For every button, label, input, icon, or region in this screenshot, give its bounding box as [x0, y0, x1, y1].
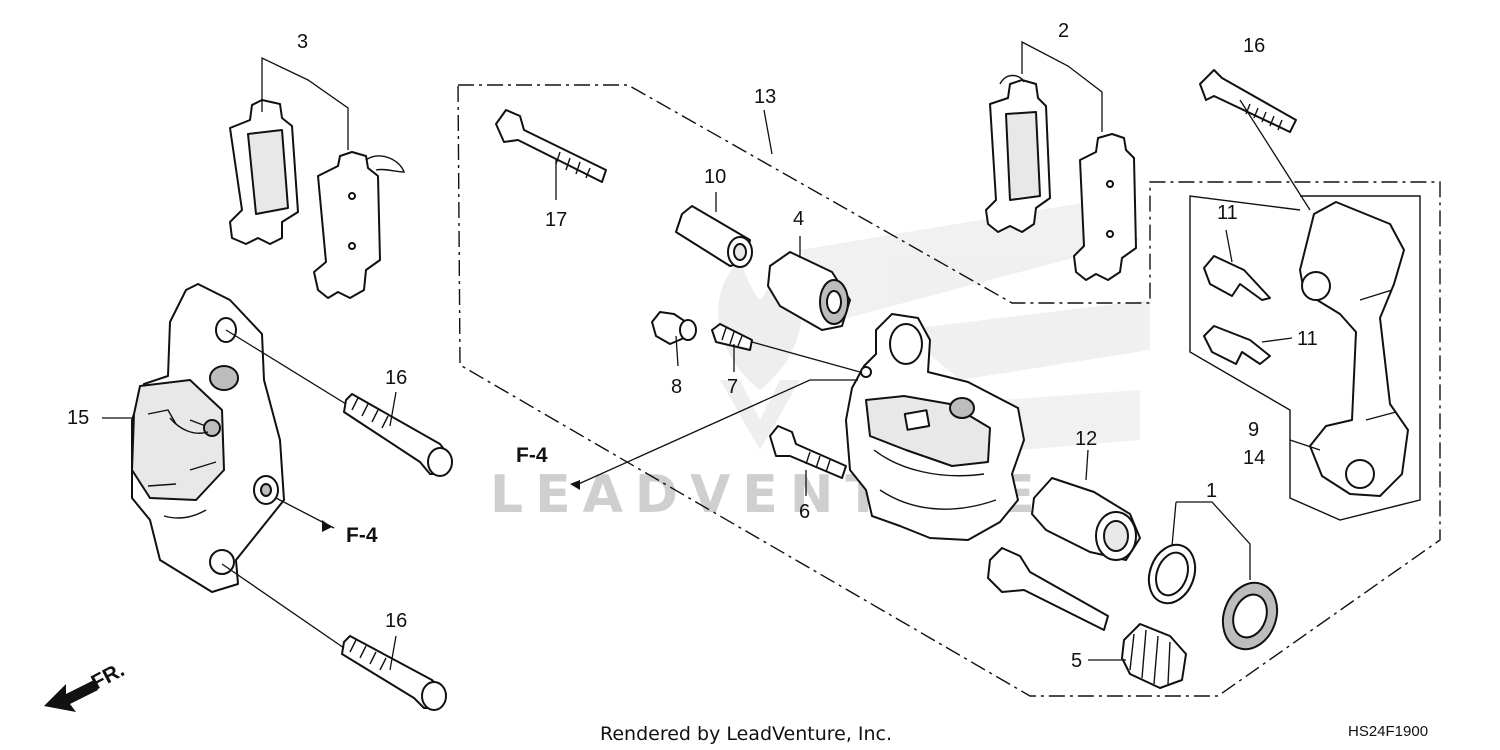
bolt-16-middle: [343, 393, 453, 477]
watermark: LEADVENTURE: [490, 200, 1150, 525]
diagram-code: HS24F1900: [1348, 723, 1428, 740]
sleeve-10: [675, 205, 753, 268]
callout-5: 5: [1071, 650, 1082, 672]
caliper-bracket-9-14: [1299, 201, 1409, 497]
callout-labels: 1 2 3 4 5 6 7 8 9 10 11 11 12 13 14 15 1…: [67, 20, 1318, 672]
callout-16-middle: 16: [385, 367, 407, 389]
bolt-16-bottom: [341, 635, 447, 711]
callout-1: 1: [1206, 480, 1217, 502]
slide-pin: [987, 547, 1109, 631]
front-arrow-icon: [44, 680, 98, 712]
brake-pad-set-3: [229, 99, 405, 299]
arrow-f4-center-icon: [570, 480, 580, 490]
brake-pad-set-2: [985, 74, 1137, 281]
bleeder-valve-7: [711, 323, 753, 351]
callout-10: 10: [704, 166, 726, 188]
footer-credit: Rendered by LeadVenture, Inc.: [600, 723, 892, 745]
bolt-17: [495, 109, 607, 183]
caliper-body-15: [131, 283, 285, 593]
bolt-16-top-right: [1199, 69, 1297, 133]
callout-16-bottom: 16: [385, 610, 407, 632]
callout-4: 4: [793, 208, 804, 230]
callout-11-lower: 11: [1297, 328, 1318, 350]
callout-15: 15: [67, 407, 89, 429]
callout-11-upper: 11: [1217, 202, 1238, 224]
callout-13: 13: [754, 86, 776, 108]
piston-12: [1031, 477, 1141, 561]
callout-8: 8: [671, 376, 682, 398]
bleeder-cap-8: [651, 311, 697, 345]
callout-16-top: 16: [1243, 35, 1265, 57]
front-arrow: FR.: [44, 658, 128, 712]
clip-11-lower: [1203, 325, 1271, 365]
callout-17: 17: [545, 209, 567, 231]
bolt-6: [769, 425, 847, 479]
boot-5: [1121, 623, 1187, 689]
callout-14: 14: [1243, 447, 1265, 469]
watermark-dots: [800, 200, 1150, 450]
callout-9: 9: [1248, 419, 1259, 441]
subassembly-box-11: [1189, 195, 1421, 521]
callout-7: 7: [727, 376, 738, 398]
reference-f4-left: F-4: [346, 524, 378, 547]
callout-2: 2: [1058, 20, 1069, 42]
callout-12: 12: [1075, 428, 1097, 450]
assembly-outline-13: [457, 84, 1441, 697]
callout-6: 6: [799, 501, 810, 523]
clip-11-upper: [1203, 255, 1271, 301]
boot-4: [767, 251, 851, 331]
seal-set-1: [1147, 543, 1279, 651]
reference-f4-center: F-4: [516, 444, 548, 467]
caliper-body-center: [845, 313, 1025, 541]
callout-3: 3: [297, 31, 308, 53]
arrow-f4-left-icon: [322, 520, 332, 532]
leader-lines: [102, 40, 1321, 671]
